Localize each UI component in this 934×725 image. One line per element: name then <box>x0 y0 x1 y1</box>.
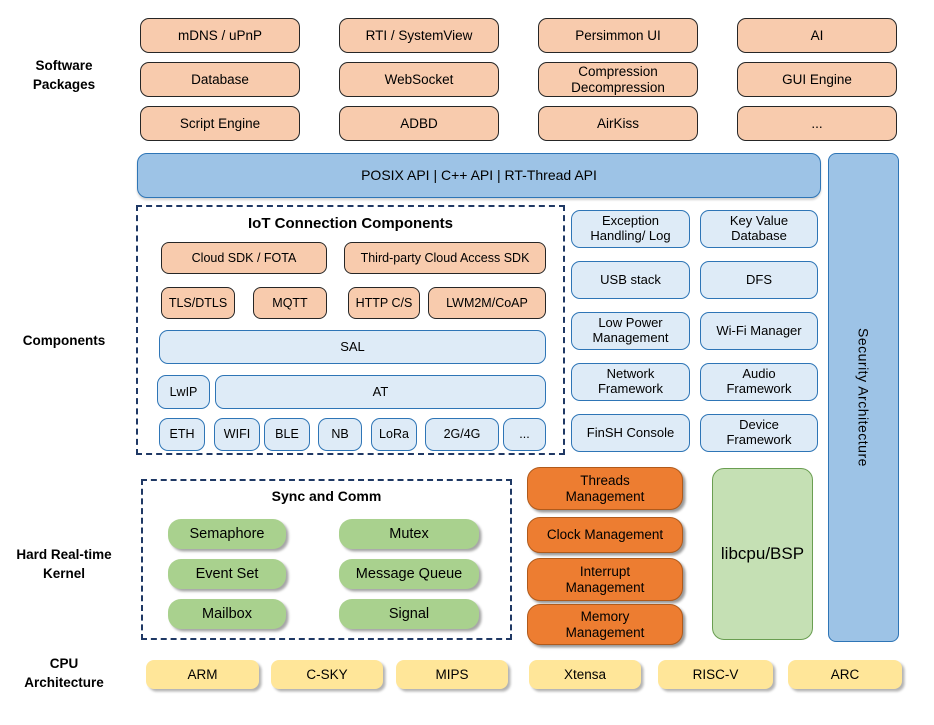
sync-box: Event Set <box>168 559 286 589</box>
api-bar: POSIX API | C++ API | RT-Thread API <box>137 153 821 198</box>
package-box: Compression Decompression <box>538 62 698 97</box>
package-box: GUI Engine <box>737 62 897 97</box>
cloud-sdk-fota-box: Cloud SDK / FOTA <box>161 242 327 274</box>
component-box: Key Value Database <box>700 210 818 248</box>
cpu-arch-box: RISC-V <box>658 660 773 689</box>
section-label-cpu-architecture: CPU Architecture <box>24 656 104 690</box>
package-box: ... <box>737 106 897 141</box>
sync-box: Message Queue <box>339 559 479 589</box>
sync-box: Signal <box>339 599 479 629</box>
management-box: Threads Management <box>527 467 683 510</box>
cpu-arch-box: C-SKY <box>271 660 383 689</box>
security-architecture-label: Security Architecture <box>855 328 872 467</box>
component-box: FinSH Console <box>571 414 690 452</box>
component-box: Exception Handling/ Log <box>571 210 690 248</box>
package-box: Database <box>140 62 300 97</box>
component-box: USB stack <box>571 261 690 299</box>
components-grid: Exception Handling/ Log Key Value Databa… <box>571 210 818 452</box>
mqtt-box: MQTT <box>253 287 327 319</box>
section-label-kernel: Hard Real-time Kernel <box>16 547 112 581</box>
section-label-components: Components <box>22 333 106 348</box>
security-architecture-bar: Security Architecture <box>828 153 899 642</box>
sync-box: Mailbox <box>168 599 286 629</box>
management-box: Interrupt Management <box>527 558 683 601</box>
package-box: ADBD <box>339 106 499 141</box>
iot-components-panel: IoT Connection Components Cloud SDK / FO… <box>136 205 565 455</box>
libcpu-bsp-box: libcpu/BSP <box>712 468 813 640</box>
iot-panel-title: IoT Connection Components <box>248 215 453 232</box>
sync-and-comm-panel: Sync and Comm Semaphore Mutex Event Set … <box>141 479 512 640</box>
http-cs-box: HTTP C/S <box>348 287 420 319</box>
third-party-cloud-sdk-box: Third-party Cloud Access SDK <box>344 242 546 274</box>
package-box: Persimmon UI <box>538 18 698 53</box>
package-box: Script Engine <box>140 106 300 141</box>
link-layer-box: ETH <box>159 418 205 451</box>
lwip-box: LwIP <box>157 375 210 409</box>
sync-box: Semaphore <box>168 519 286 549</box>
component-box: Device Framework <box>700 414 818 452</box>
link-layer-box: WIFI <box>214 418 260 451</box>
package-box: mDNS / uPnP <box>140 18 300 53</box>
component-box: Network Framework <box>571 363 690 401</box>
link-layer-box: 2G/4G <box>425 418 499 451</box>
sync-box: Mutex <box>339 519 479 549</box>
package-box: WebSocket <box>339 62 499 97</box>
component-box: DFS <box>700 261 818 299</box>
cpu-arch-box: MIPS <box>396 660 508 689</box>
cpu-arch-box: ARC <box>788 660 902 689</box>
package-box: AI <box>737 18 897 53</box>
software-packages-grid: mDNS / uPnP RTI / SystemView Persimmon U… <box>140 18 897 141</box>
package-box: AirKiss <box>538 106 698 141</box>
cpu-arch-box: Xtensa <box>529 660 641 689</box>
package-box: RTI / SystemView <box>339 18 499 53</box>
link-layer-box: LoRa <box>371 418 417 451</box>
tls-dtls-box: TLS/DTLS <box>161 287 235 319</box>
component-box: Low Power Management <box>571 312 690 350</box>
management-box: Clock Management <box>527 517 683 553</box>
link-layer-box: NB <box>318 418 362 451</box>
lwm2m-coap-box: LWM2M/CoAP <box>428 287 546 319</box>
at-bar: AT <box>215 375 546 409</box>
component-box: Wi-Fi Manager <box>700 312 818 350</box>
management-box: Memory Management <box>527 604 683 645</box>
component-box: Audio Framework <box>700 363 818 401</box>
sal-bar: SAL <box>159 330 546 364</box>
sync-panel-title: Sync and Comm <box>271 488 382 504</box>
link-layer-box: BLE <box>264 418 310 451</box>
link-layer-box: ... <box>503 418 546 451</box>
cpu-arch-box: ARM <box>146 660 259 689</box>
section-label-software-packages: Software Packages <box>32 58 96 92</box>
